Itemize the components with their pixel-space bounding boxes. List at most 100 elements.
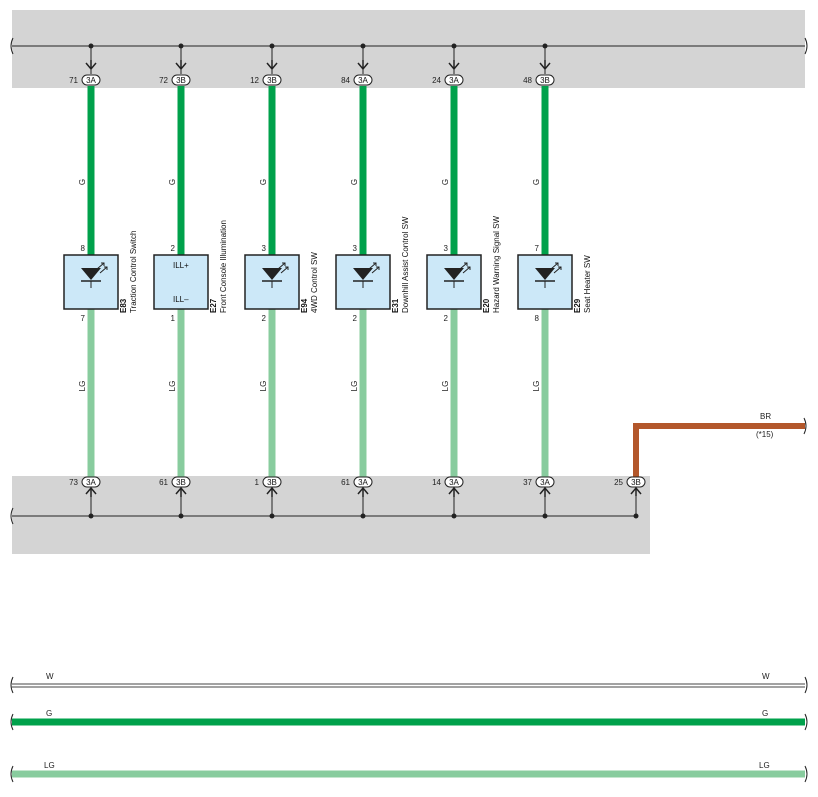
component-top-pin: 3 xyxy=(353,244,358,253)
bottom-connector-code: 3A xyxy=(540,478,550,487)
bottom-junction-dot xyxy=(451,513,457,519)
component-code: E29 xyxy=(573,298,582,313)
up-arrow-icon xyxy=(448,486,460,497)
bottom-pin-number: 61 xyxy=(159,478,168,487)
legend-lg-right: LG xyxy=(759,761,770,770)
top-junction-dot xyxy=(542,43,548,49)
bottom-connector-code: 3A xyxy=(449,478,459,487)
bottom-pin-number: 61 xyxy=(341,478,350,487)
bottom-bus-break-left xyxy=(10,507,14,525)
component-top-pin: 3 xyxy=(262,244,267,253)
top-connector-badge xyxy=(353,74,373,86)
down-arrow-icon xyxy=(85,60,97,71)
top-connector-code: 3A xyxy=(358,76,368,85)
component-code: E27 xyxy=(209,298,218,313)
top-connector-block xyxy=(12,10,805,88)
top-wire-label: G xyxy=(78,179,87,185)
component-code: E20 xyxy=(482,298,491,313)
component-name: Seat Heater SW xyxy=(583,255,592,313)
top-connector-code: 3B xyxy=(176,76,186,85)
bottom-junction-dot xyxy=(88,513,94,519)
up-arrow-icon xyxy=(539,486,551,497)
bottom-connector-badge xyxy=(81,476,101,488)
top-connector-badge xyxy=(444,74,464,86)
bottom-connector-badge xyxy=(262,476,282,488)
led-icon xyxy=(81,262,108,288)
top-connector-badge xyxy=(81,74,101,86)
bottom-junction-dot xyxy=(269,513,275,519)
top-connector-badge xyxy=(171,74,191,86)
top-wire-label: G xyxy=(532,179,541,185)
bottom-pin-number: 37 xyxy=(523,478,532,487)
down-arrow-icon xyxy=(357,60,369,71)
component-bottom-pin: 2 xyxy=(262,314,267,323)
top-bus-break-left xyxy=(10,37,14,55)
legend-lg: LG LG xyxy=(10,761,808,783)
top-wire-label: G xyxy=(168,179,177,185)
bottom-wire-label: LG xyxy=(259,381,268,392)
legend-w-right: W xyxy=(762,672,770,681)
top-connector-code: 3A xyxy=(449,76,459,85)
led-icon xyxy=(535,262,562,288)
down-arrow-icon xyxy=(539,60,551,71)
br-wire-break-right xyxy=(803,417,807,435)
component-bottom-pin: 2 xyxy=(353,314,358,323)
legend-lg-left: LG xyxy=(44,761,55,770)
legend-g: G G xyxy=(10,709,808,731)
bottom-connector-code: 3A xyxy=(86,478,96,487)
br-wire-label: BR xyxy=(760,412,771,421)
component-top-pin: 8 xyxy=(81,244,86,253)
bottom-connector-code: 3A xyxy=(358,478,368,487)
extra-connector-code: 3B xyxy=(631,478,641,487)
legend-w-left: W xyxy=(46,672,54,681)
bottom-connector-badge xyxy=(535,476,555,488)
bottom-connector-block xyxy=(12,476,650,554)
led-icon xyxy=(353,262,380,288)
top-pin-number: 24 xyxy=(432,76,441,85)
component-name: Traction Control Switch xyxy=(129,231,138,313)
top-connector-badge xyxy=(535,74,555,86)
top-connector-code: 3B xyxy=(540,76,550,85)
ill-plus-label: ILL+ xyxy=(173,261,189,270)
down-arrow-icon xyxy=(175,60,187,71)
extra-connector-badge xyxy=(626,476,646,488)
bottom-connector-badge xyxy=(171,476,191,488)
down-arrow-icon xyxy=(266,60,278,71)
top-pin-number: 84 xyxy=(341,76,350,85)
top-wire-label: G xyxy=(441,179,450,185)
bottom-pin-number: 73 xyxy=(69,478,78,487)
bottom-connector-badge xyxy=(353,476,373,488)
component-bottom-pin: 2 xyxy=(444,314,449,323)
top-junction-dot xyxy=(178,43,184,49)
top-junction-dot xyxy=(269,43,275,49)
bottom-connector-code: 3B xyxy=(267,478,277,487)
top-bus-break-right xyxy=(804,37,808,55)
up-arrow-icon xyxy=(357,486,369,497)
legend-g-left: G xyxy=(46,709,52,718)
top-junction-dot xyxy=(360,43,366,49)
top-junction-dot xyxy=(451,43,457,49)
component-bottom-pin: 8 xyxy=(535,314,540,323)
top-connector-code: 3A xyxy=(86,76,96,85)
component-top-pin: 3 xyxy=(444,244,449,253)
top-junction-dot xyxy=(88,43,94,49)
up-arrow-icon xyxy=(85,486,97,497)
component-bottom-pin: 1 xyxy=(171,314,176,323)
component-top-pin: 7 xyxy=(535,244,540,253)
component-code: E31 xyxy=(391,298,400,313)
led-icon xyxy=(444,262,471,288)
top-connector-badge xyxy=(262,74,282,86)
br-wire-note: (*15) xyxy=(756,430,774,439)
top-pin-number: 12 xyxy=(250,76,259,85)
bottom-pin-number: 1 xyxy=(255,478,260,487)
top-pin-number: 71 xyxy=(69,76,78,85)
component-box xyxy=(153,254,209,310)
led-icon xyxy=(262,262,289,288)
top-pin-number: 48 xyxy=(523,76,532,85)
legend-g-right: G xyxy=(762,709,768,718)
extra-connector: 3B 25 xyxy=(614,476,646,519)
